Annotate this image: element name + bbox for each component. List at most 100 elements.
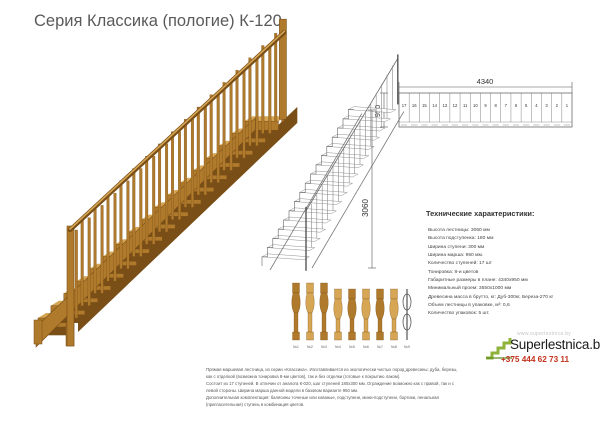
spec-item: Габаритные размеры в плане: 4340х950 мм [428, 278, 528, 284]
baluster-sample-base [334, 331, 342, 341]
stair-riser [181, 190, 214, 200]
baluster [235, 69, 239, 159]
baluster-sample-base [292, 331, 300, 341]
plan-width-label: 4340 [477, 77, 494, 86]
stair-riser [130, 239, 163, 250]
baluster [126, 180, 130, 269]
baluster-sample-base [376, 331, 384, 341]
spec-item: Объем лестницы в упаковке, м³: 0,6 [428, 303, 510, 309]
spec-item: Высота подступенка: 180 мм [428, 236, 494, 242]
side-stringer [311, 111, 405, 269]
baluster-sample-ornament [402, 313, 412, 331]
baluster-sample-turned [389, 298, 399, 320]
baluster-sample-turned [333, 298, 343, 320]
plan-outline [398, 92, 573, 128]
baluster [209, 94, 213, 183]
baluster-sample-label: №3 [321, 345, 327, 349]
stair-riser [207, 166, 240, 176]
stair-riser [246, 129, 279, 139]
baluster-sample-base [390, 331, 398, 341]
plan-step-number: 6 [515, 103, 518, 108]
description-line: (пригласительная) ступень в комбинация ц… [206, 401, 305, 407]
baluster-sample-turned [347, 298, 357, 320]
stair-riser [65, 301, 98, 311]
baluster-sample-top [376, 288, 384, 300]
stair-riser [233, 141, 266, 151]
plan-step-number: 11 [463, 103, 468, 108]
stair-riser [91, 276, 124, 287]
stair-riser [143, 227, 176, 237]
plan-step-number: 13 [442, 103, 447, 108]
description-line: Прямая маршевая лестница, из серии «Клас… [206, 367, 458, 372]
baluster-sample-top [334, 288, 342, 300]
description-line: левой стороны. Ширина марша данной модел… [206, 387, 359, 393]
newel-post-bottom [66, 225, 75, 347]
spec-item: Ширина марша: 950 мм. [428, 253, 484, 259]
description-line: как с отделкой (возможна тонировка 8-ми … [206, 373, 401, 379]
baluster-sample-top [348, 288, 356, 300]
plan-step-number: 12 [453, 103, 458, 108]
plan-step-number: 7 [505, 103, 508, 108]
description-line: Дополнительная комплектация: балясины то… [206, 394, 439, 400]
plan-step-number: 16 [412, 103, 417, 108]
plan-step-number: 9 [484, 103, 487, 108]
stair-riser [169, 203, 201, 213]
baluster-sample-turned [291, 292, 301, 314]
page-title: Серия Классика (пологие) К-120 [34, 12, 282, 30]
baluster [113, 192, 117, 282]
baluster [171, 131, 174, 220]
baluster-sample-label: №5 [349, 345, 355, 349]
brand-name: Superlestnica.by [510, 337, 600, 352]
side-tread [272, 235, 321, 242]
spec-item: Минимальный проем: 3550х1000 мм [428, 286, 512, 292]
baluster-sample-turned [305, 292, 315, 314]
plan-step-number: 1 [566, 103, 569, 108]
stair-riser [104, 264, 137, 274]
stair-riser [117, 252, 150, 262]
baluster-sample-label: №1 [293, 345, 299, 349]
side-tread [261, 253, 311, 261]
spec-item: Древесина масса в брутто, кг: Дуб-300кг,… [428, 294, 554, 300]
baluster [222, 82, 226, 171]
baluster-sample-shaft [377, 318, 383, 333]
baluster-sample-turned [361, 298, 371, 320]
baluster-sample-shaft [293, 312, 299, 333]
baluster-sample-turned [375, 298, 385, 320]
plan-step-number: 3 [545, 103, 548, 108]
baluster [152, 156, 156, 245]
description-line: Состоит из 17 ступеней. В отличии от ана… [206, 380, 454, 386]
baluster-sample-label: №9 [404, 345, 410, 349]
spec-item: Количество упаковок: 5 шт. [428, 311, 490, 317]
plan-step-number: 10 [473, 103, 478, 108]
side-tread [266, 244, 316, 251]
baluster-sample-shaft [363, 318, 369, 333]
baluster [74, 229, 78, 319]
baluster-sample-top [320, 282, 328, 294]
plan-step-number: 15 [422, 103, 427, 108]
baluster-sample-base [320, 331, 328, 341]
stair-riser [40, 326, 72, 336]
baluster-sample-turned [319, 292, 329, 314]
handrail-highlight [69, 30, 286, 230]
plan-step-number: 14 [432, 103, 437, 108]
baluster [139, 168, 143, 257]
stair-riser [194, 178, 227, 188]
stair-riser [220, 153, 253, 164]
baluster-sample-shaft [335, 318, 341, 333]
specs-list: Высота лестницы: 3060 мм Высота подступе… [428, 227, 598, 319]
baluster-sample-label: №6 [363, 345, 369, 349]
stair-riser [78, 289, 111, 299]
baluster-sample-top [362, 288, 370, 300]
stair-riser [156, 215, 189, 225]
side-profile [261, 109, 354, 266]
baluster-sample-top [390, 288, 398, 300]
baluster-sample-shaft [391, 318, 397, 333]
side-height-label: 3060 [361, 199, 370, 217]
description: Прямая маршевая лестница, из серии «Клас… [206, 367, 491, 408]
spec-item: Количество ступеней: 17 шт [428, 261, 493, 267]
baluster-sample-base [348, 331, 356, 341]
